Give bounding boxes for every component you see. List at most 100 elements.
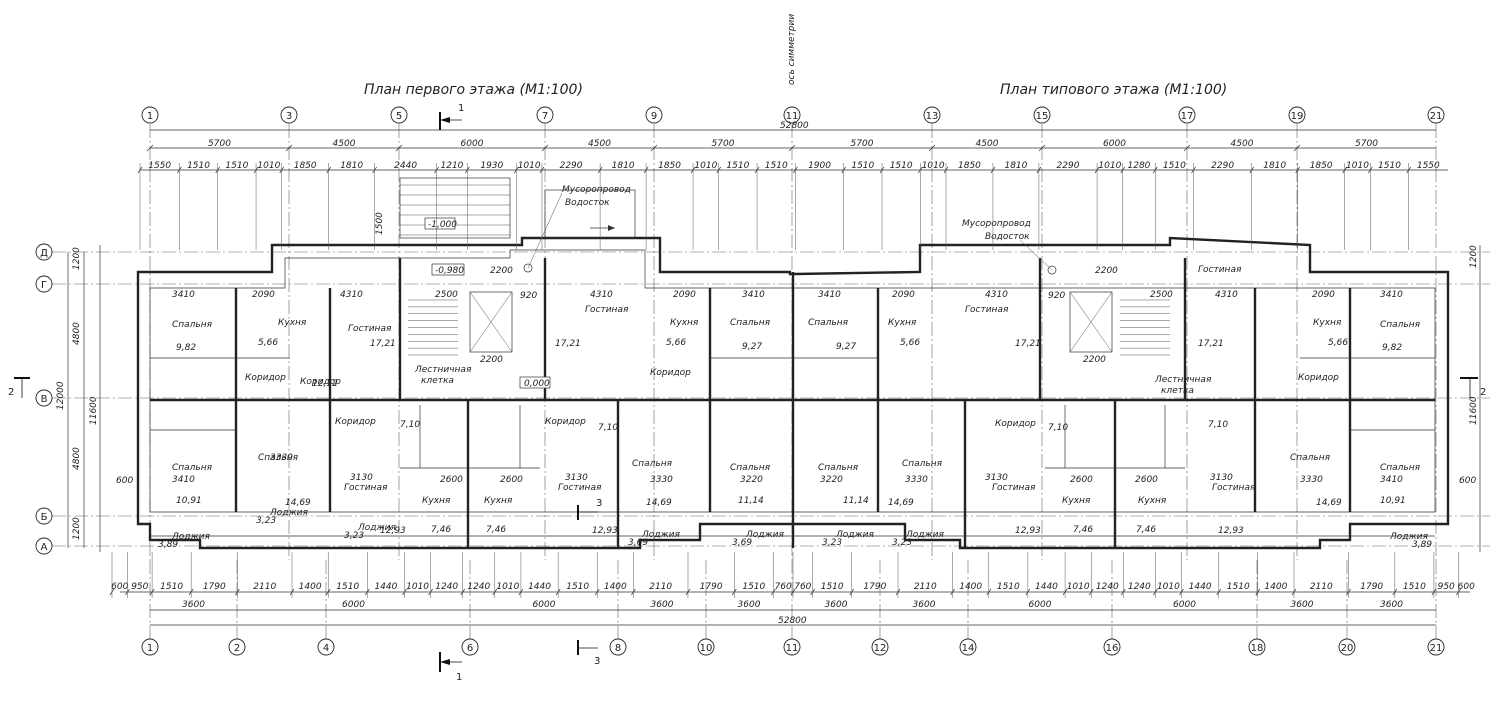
dim-bottom-detail: 1510 [160,582,183,592]
drain-first: Водосток [565,198,610,208]
room-name: Спальня [818,463,859,473]
dim-bottom-detail: 2110 [253,582,276,592]
left-dim-4: 1200 [72,517,82,540]
loggia-name: Лоджия [745,530,784,540]
dim-top-detail: 2290 [1057,161,1080,171]
room-area: 12,93 [380,526,406,536]
horizontal-grid-lines [52,251,1490,547]
chute-typical: Мусоропровод [962,219,1031,229]
axis-label-bottom: 12 [874,643,887,654]
left-overall: 12000 [56,381,66,410]
dim-top-detail: 1510 [851,161,874,171]
dim-top-detail: 1010 [1098,161,1121,171]
dim-bottom-axis: 3600 [913,600,936,610]
dim-top-detail: 1010 [257,161,280,171]
axis-bubble-top [1033,106,1051,124]
room-dim: 2090 [673,290,696,300]
corridor-4: Коридор [650,368,691,378]
dim-top-detail: 1510 [726,161,749,171]
dim-bottom-detail: 760 [794,582,811,592]
dim-bottom-axis: 3600 [825,600,848,610]
room-area: 17,21 [555,339,581,349]
corridor-2: Коридор [335,417,376,427]
dim-top-detail: 1010 [1346,161,1369,171]
room-dim: 2090 [1312,290,1335,300]
room-area: 17,21 [1015,339,1041,349]
room-dim: 2090 [252,290,275,300]
section-2-right: 2 [1480,387,1486,398]
dim-bottom-detail: 1400 [604,582,627,592]
dim-top-detail: 1510 [765,161,788,171]
loggia-area: 3,23 [822,538,842,548]
room-dim: 3410 [1380,290,1403,300]
dim-2200-d: 2200 [1083,355,1106,365]
room-dim: 4310 [340,290,363,300]
room-dim: 2600 [1070,475,1093,485]
room-name: Спальня [1290,453,1331,463]
dim-bottom-axis: 6000 [533,600,556,610]
top-dimension-chains: 52800 [140,121,1448,171]
room-dim: 3410 [818,290,841,300]
loggia-area: 3,23 [892,538,912,548]
room-name: Кухня [484,496,513,506]
room-name: Кухня [278,318,307,328]
dim-bottom-detail: 1440 [1189,582,1212,592]
dim-bottom-detail: 2110 [649,582,672,592]
axis-bubble-bottom [959,638,977,656]
dim-top-detail: 1810 [1004,161,1027,171]
dim-top-detail: 2440 [394,161,417,171]
room-name: Спальня [172,463,213,473]
left-dim-2: 4800 [72,322,82,345]
room-area: 5,66 [900,338,920,348]
section-3-mid: 3 [596,498,602,509]
dim-top-detail: 2290 [1211,161,1234,171]
loggia-area: 3,23 [256,516,276,526]
axis-bubble-top [923,106,941,124]
room-dim: 2090 [892,290,915,300]
room-area: 12,93 [592,526,618,536]
axis-bubble-bottom [871,638,889,656]
room-name: Кухня [1138,496,1167,506]
dim-top-axis: 4500 [976,139,999,149]
dim-bottom-detail: 1010 [496,582,519,592]
dim-bottom-detail: 1010 [1067,582,1090,592]
dim-top-detail: 1210 [441,161,464,171]
axis-label-top: 19 [1291,111,1304,122]
axis-label-row: Г [41,280,47,291]
room-name: Гостиная [585,305,629,315]
axis-bubble-top [1427,106,1445,124]
axis-label-top: 17 [1181,111,1194,122]
room-area: 14,69 [646,498,672,508]
dim-top-detail: 1900 [808,161,831,171]
room-dim: 3410 [742,290,765,300]
room-dim: 4310 [985,290,1008,300]
axis-bubble-bottom [609,638,627,656]
dim-top-axis: 4500 [588,139,611,149]
dim-bottom-detail: 950 [1438,582,1455,592]
level-marks: -1,000 -0,980 0,000 [424,217,551,389]
dim-top-axis: 6000 [461,139,484,149]
room-name: Гостиная [558,483,602,493]
room-area: 5,66 [258,338,278,348]
dim-bottom-detail: 1510 [336,582,359,592]
dim-top-axis: 5700 [851,139,874,149]
dim-bottom-detail: 1240 [435,582,458,592]
axis-label-bottom: 2 [234,643,240,654]
dim-top-detail: 1850 [658,161,681,171]
dim-top-detail: 1810 [612,161,635,171]
axis-label-bottom: 21 [1430,643,1443,654]
dim-bottom-detail: 760 [775,582,792,592]
typical-floor-title: План типового этажа (М1:100) [1000,82,1227,98]
room-name: Кухня [422,496,451,506]
corridor-5: Коридор [995,419,1036,429]
room-name: Коридор [300,377,341,387]
loggia-area: 3,69 [732,538,752,548]
right-600: 600 [1459,476,1476,486]
room-area: 14,69 [285,498,311,508]
corridor-area-4: 7,10 [1208,420,1228,430]
axis-label-top: 5 [396,111,402,122]
level-stair: -0,980 [435,266,464,276]
dim-bottom-detail: 1790 [863,582,886,592]
